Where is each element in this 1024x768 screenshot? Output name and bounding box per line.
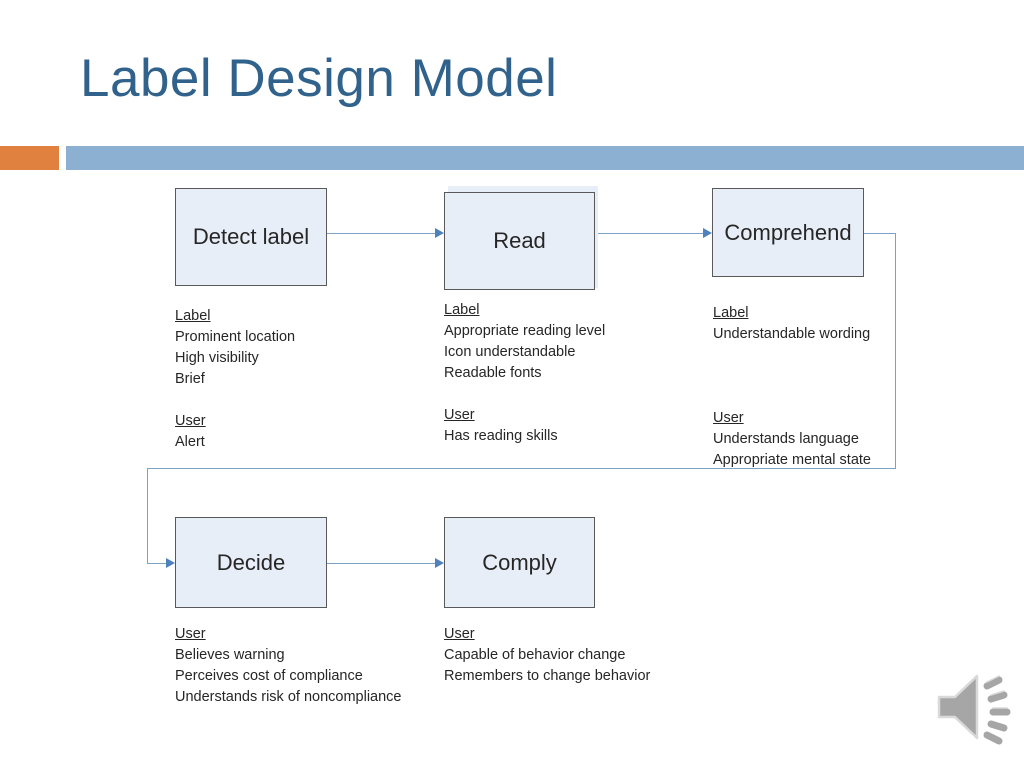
connector-comprehend-to-decide-segment-5 (147, 563, 166, 564)
notes-heading-user: User (444, 626, 475, 642)
process-node-detect-label[interactable]: Detect label (175, 188, 327, 286)
process-node-comply[interactable]: Comply (444, 517, 595, 608)
notes-heading-label: Label (444, 302, 480, 318)
notes-comprehend: Label Understandable wording User Unders… (713, 303, 871, 471)
notes-spacer (713, 387, 871, 408)
notes-item: Brief (175, 371, 205, 387)
notes-item: Understands language (713, 431, 859, 447)
connector-decide-to-comply (327, 563, 435, 564)
notes-spacer (713, 345, 871, 366)
notes-item: Prominent location (175, 329, 296, 345)
accent-bar-blue (66, 146, 1024, 170)
connector-read-to-comprehend (595, 233, 703, 234)
notes-decide: User Believes warning Perceives cost of … (175, 624, 401, 708)
notes-heading-user: User (713, 410, 744, 426)
process-node-comprehend[interactable]: Comprehend (712, 188, 864, 277)
notes-heading-label: Label (175, 308, 211, 324)
notes-item: Has reading skills (444, 428, 558, 444)
notes-detect-label: Label Prominent location High visibility… (175, 306, 295, 453)
notes-spacer (175, 390, 295, 411)
page-title: Label Design Model (80, 49, 558, 108)
notes-item: Capable of behavior change (444, 647, 626, 663)
notes-item: Readable fonts (444, 365, 542, 381)
notes-comply: User Capable of behavior change Remember… (444, 624, 650, 687)
notes-item: Perceives cost of compliance (175, 668, 363, 684)
notes-item: Believes warning (175, 647, 285, 663)
notes-spacer (444, 384, 605, 405)
connector-comprehend-to-decide-segment-1 (864, 233, 896, 234)
notes-item: Appropriate reading level (444, 323, 606, 339)
notes-item: Remembers to change behavior (444, 668, 651, 684)
accent-bar-orange (0, 146, 59, 170)
notes-heading-user: User (175, 626, 206, 642)
connector-comprehend-to-decide-segment-2 (895, 233, 896, 468)
notes-read: Label Appropriate reading level Icon und… (444, 300, 605, 447)
speaker-icon[interactable] (933, 668, 1013, 746)
arrowhead-read-to-comprehend (703, 228, 712, 238)
notes-heading-user: User (444, 407, 475, 423)
notes-item: Understandable wording (713, 326, 871, 342)
connector-detect-to-read (327, 233, 435, 234)
notes-item: Understands risk of noncompliance (175, 689, 402, 705)
notes-item: Appropriate mental state (713, 452, 871, 468)
notes-spacer (713, 366, 871, 387)
notes-heading-user: User (175, 413, 206, 429)
arrowhead-comprehend-to-decide (166, 558, 175, 568)
notes-heading-label: Label (713, 305, 749, 321)
connector-comprehend-to-decide-segment-3 (147, 468, 896, 469)
notes-item: Icon understandable (444, 344, 576, 360)
process-node-decide[interactable]: Decide (175, 517, 327, 608)
notes-item: High visibility (175, 350, 259, 366)
connector-comprehend-to-decide-segment-4 (147, 468, 148, 563)
process-node-read[interactable]: Read (444, 192, 595, 290)
arrowhead-detect-to-read (435, 228, 444, 238)
notes-item: Alert (175, 434, 205, 450)
arrowhead-decide-to-comply (435, 558, 444, 568)
